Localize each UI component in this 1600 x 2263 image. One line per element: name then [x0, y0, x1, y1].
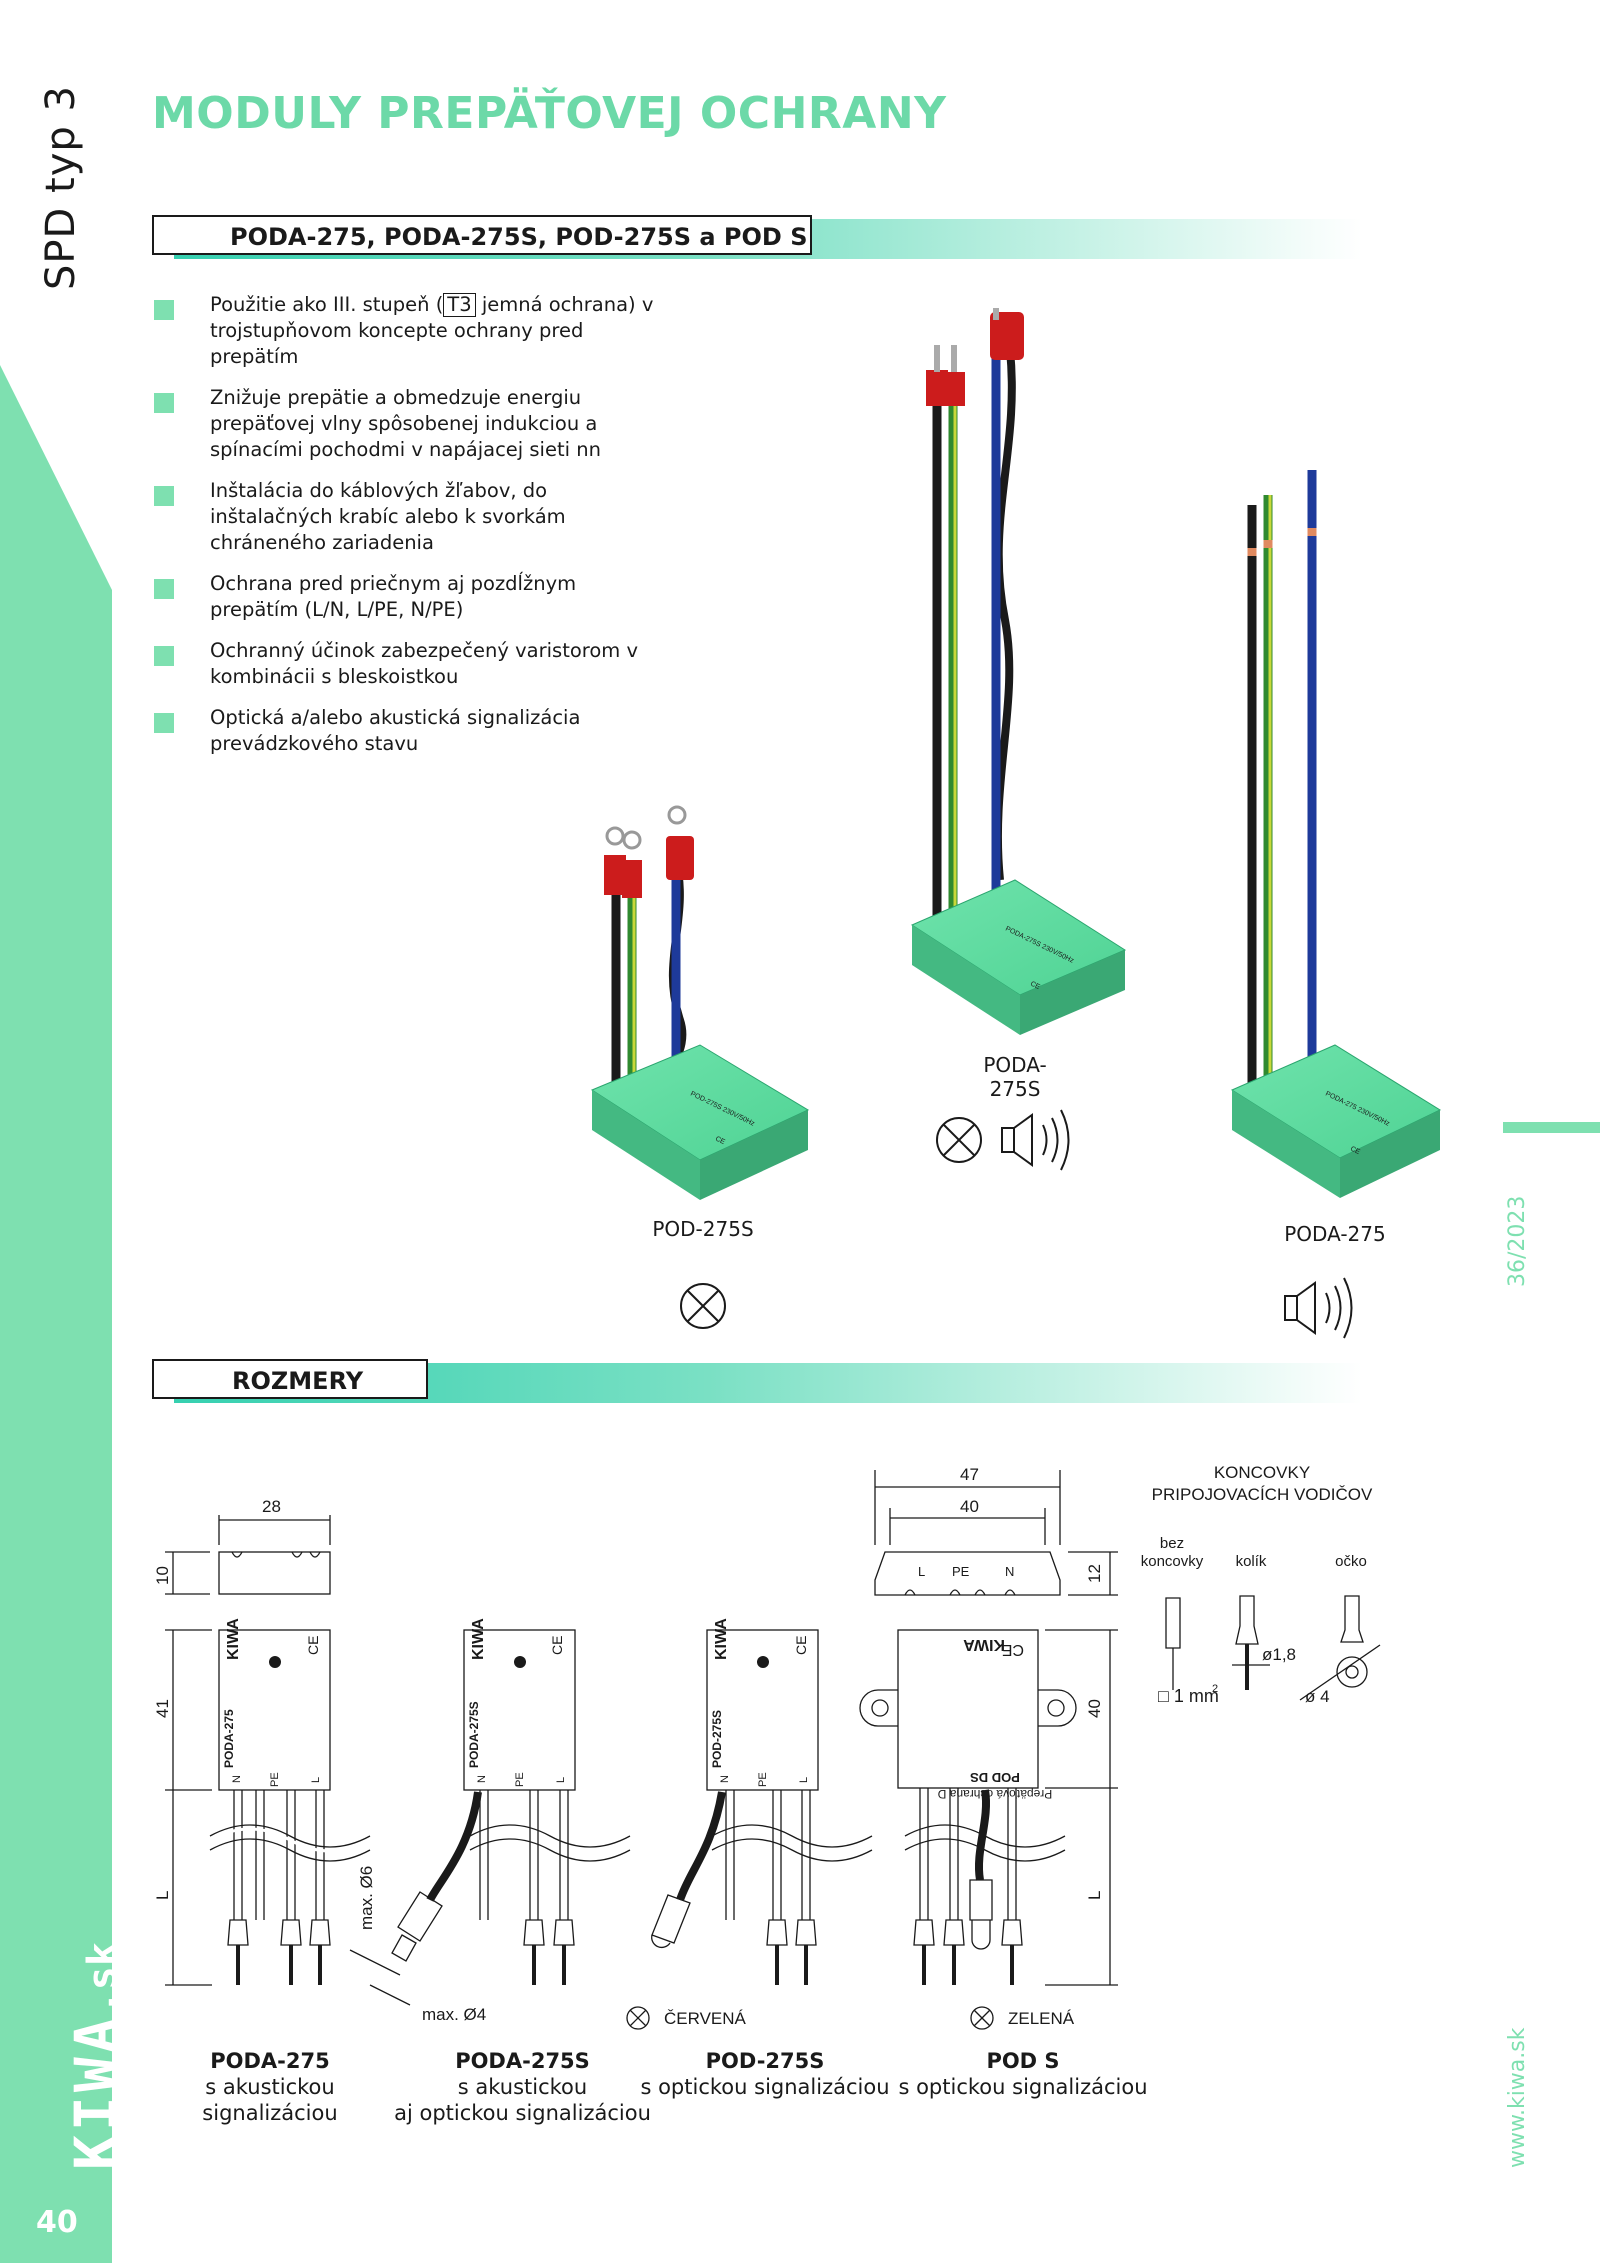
svg-text:ø 4: ø 4	[1305, 1687, 1330, 1706]
svg-text:KIWA: KIWA	[963, 1636, 1005, 1653]
svg-text:PE: PE	[514, 1772, 526, 1787]
svg-text:41: 41	[153, 1699, 172, 1718]
svg-text:N: N	[476, 1775, 488, 1783]
list-item: Znižuje prepätie a obmedzuje energiu pre…	[150, 385, 670, 463]
svg-text:POD DS: POD DS	[970, 1770, 1020, 1785]
section-header-products: PODA-275, PODA-275S, POD-275S a POD S	[152, 215, 1362, 261]
svg-text:10: 10	[153, 1566, 172, 1585]
product-illustrations: POD-275S 230V/50Hz CE PODA-275S 230V/50H…	[590, 308, 1442, 1339]
svg-text:bez: bez	[1160, 1535, 1184, 1552]
list-item: Ochrana pred priečnym aj pozdĺžnym prepä…	[150, 571, 670, 623]
svg-text:□ 1 mm: □ 1 mm	[1158, 1686, 1219, 1706]
section-title: PODA-275, PODA-275S, POD-275S a POD S	[152, 215, 812, 255]
svg-text:L: L	[918, 1564, 925, 1579]
speaker-icon	[1001, 1109, 1070, 1171]
section-header-dimensions: ROZMERY	[152, 1359, 1362, 1405]
bullet-square-icon	[154, 713, 174, 733]
svg-text:KIWA: KIWA	[713, 1618, 730, 1660]
svg-text:PRIPOJOVACÍCH VODIČOV: PRIPOJOVACÍCH VODIČOV	[1152, 1485, 1373, 1504]
lamp-icon	[936, 1117, 982, 1163]
brand-logo: KIWA.sk	[62, 1942, 130, 2170]
svg-text:2: 2	[1212, 1683, 1218, 1695]
svg-text:očko: očko	[1335, 1553, 1367, 1570]
bullet-square-icon	[154, 579, 174, 599]
lamp-icon	[626, 2006, 650, 2030]
svg-text:KIWA: KIWA	[225, 1618, 242, 1660]
svg-text:PE: PE	[952, 1564, 970, 1579]
svg-text:max. Ø4: max. Ø4	[422, 2005, 486, 2024]
svg-text:PODA-275: PODA-275	[222, 1709, 236, 1768]
svg-text:40: 40	[960, 1497, 979, 1516]
svg-text:ø1,8: ø1,8	[1262, 1645, 1296, 1664]
speaker-icon	[1284, 1277, 1353, 1339]
legend-green: ZELENÁ	[1008, 2009, 1075, 2028]
t3-badge: T3	[443, 293, 476, 317]
svg-text:L: L	[798, 1777, 810, 1783]
svg-text:POD-275S: POD-275S	[710, 1710, 724, 1768]
list-item: Optická a/alebo akustická signalizácia p…	[150, 705, 670, 757]
bullet-square-icon	[154, 486, 174, 506]
bullet-square-icon	[154, 300, 174, 320]
right-tab-marker	[1503, 1122, 1600, 1133]
svg-text:CE: CE	[1029, 981, 1041, 992]
lamp-icon	[970, 2006, 994, 2030]
pod-275s-illustration: POD-275S 230V/50Hz CE	[590, 805, 810, 1200]
svg-text:47: 47	[960, 1465, 979, 1484]
svg-text:CE: CE	[1349, 1146, 1361, 1157]
product-label-poda-275: PODA-275	[1284, 1222, 1386, 1246]
svg-text:max. Ø6: max. Ø6	[357, 1866, 376, 1930]
svg-text:CE: CE	[305, 1636, 321, 1655]
bullet-square-icon	[154, 646, 174, 666]
svg-text:CE: CE	[793, 1636, 809, 1655]
svg-text:CE: CE	[714, 1136, 726, 1147]
page-number: 40	[36, 2205, 78, 2240]
svg-text:Prepäťová ochrana D: Prepäťová ochrana D	[937, 1787, 1052, 1801]
svg-text:L: L	[1085, 1891, 1104, 1900]
svg-text:L: L	[555, 1777, 567, 1783]
list-item: Použitie ako III. stupeň (T3 jemná ochra…	[150, 292, 670, 370]
poda-275-illustration: PODA-275 230V/50Hz CE	[1230, 470, 1442, 1198]
svg-text:L: L	[153, 1891, 172, 1900]
svg-text:28: 28	[262, 1497, 281, 1516]
svg-text:CE: CE	[549, 1636, 565, 1655]
svg-text:kolík: kolík	[1236, 1553, 1267, 1570]
svg-text:N: N	[1005, 1564, 1014, 1579]
svg-text:KONCOVKY: KONCOVKY	[1214, 1463, 1310, 1482]
feature-list: Použitie ako III. stupeň (T3 jemná ochra…	[150, 292, 670, 772]
svg-text:N: N	[231, 1775, 243, 1783]
poda-275s-illustration: PODA-275S 230V/50Hz CE	[910, 308, 1127, 1035]
lamp-icon	[680, 1283, 726, 1329]
product-label-pod-275s: POD-275S	[652, 1217, 754, 1241]
legend-red: ČERVENÁ	[664, 2009, 747, 2028]
svg-text:KIWA: KIWA	[470, 1618, 487, 1660]
svg-text:PE: PE	[269, 1772, 281, 1787]
list-item: Ochranný účinok zabezpečený varistorom v…	[150, 638, 670, 690]
svg-text:PODA-275S: PODA-275S	[467, 1701, 481, 1768]
svg-text:12: 12	[1085, 1564, 1104, 1583]
section-title: ROZMERY	[152, 1359, 428, 1399]
svg-text:PE: PE	[757, 1772, 769, 1787]
svg-text:N: N	[719, 1775, 731, 1783]
svg-text:koncovky: koncovky	[1141, 1553, 1204, 1570]
product-label-poda-275s: PODA-275S	[983, 1053, 1047, 1101]
svg-text:L: L	[310, 1777, 322, 1783]
svg-text:40: 40	[1085, 1699, 1104, 1718]
list-item: Inštalácia do káblových žľabov, do inšta…	[150, 478, 670, 556]
bullet-square-icon	[154, 393, 174, 413]
svg-text:CE: CE	[1002, 1641, 1024, 1658]
page-title: MODULY PREPÄŤOVEJ OCHRANY	[152, 88, 947, 139]
